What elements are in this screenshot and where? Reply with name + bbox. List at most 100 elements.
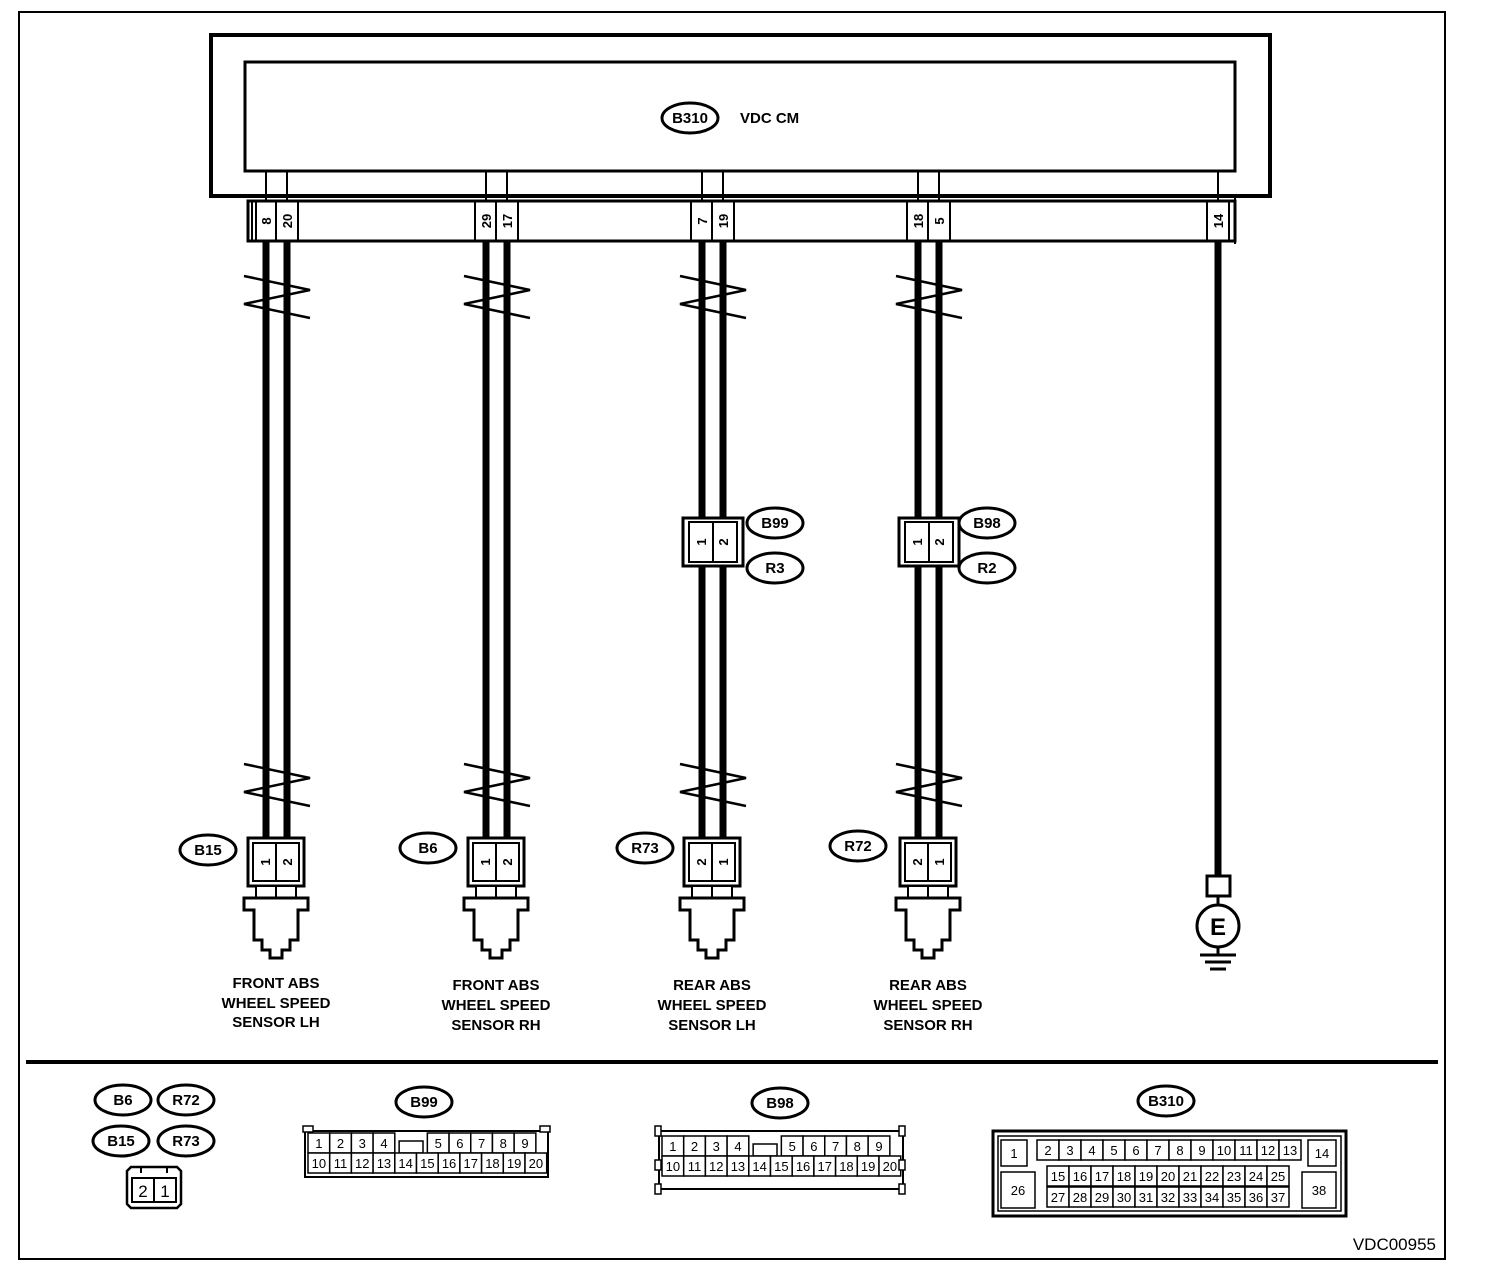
pin-label: 32 (1161, 1190, 1175, 1205)
pin-label: 37 (1271, 1190, 1285, 1205)
pin-label: 13 (1283, 1143, 1297, 1158)
pin-label: 12 (355, 1156, 369, 1171)
twisted-pair-marks (243, 274, 963, 808)
connector-tag-b310: B310 (1148, 1093, 1184, 1110)
pin-label: 4 (380, 1136, 387, 1151)
module-connector-id: B310 (672, 110, 708, 127)
sensor-label: WHEEL SPEED (442, 997, 551, 1014)
module-pin-label: 8 (259, 217, 274, 224)
pin-label: 1 (478, 858, 493, 865)
module-pin-label: 19 (716, 214, 731, 228)
pin-label: 19 (507, 1156, 521, 1171)
pin-label: 8 (500, 1136, 507, 1151)
pin-label: 15 (1051, 1169, 1065, 1184)
pin-label: 20 (883, 1159, 897, 1174)
connector-tag (398, 831, 458, 865)
mid-connector-b98-r2: 1 2 B98 R2 (897, 506, 1017, 585)
pin-label: 18 (1117, 1169, 1131, 1184)
module-pin-label: 20 (280, 214, 295, 228)
sensor-label: FRONT ABS (233, 975, 320, 992)
connector-tag (828, 829, 888, 863)
connector-tag-label: B6 (113, 1092, 132, 1109)
pin-label: 8 (1176, 1143, 1183, 1158)
pin-label: 36 (1249, 1190, 1263, 1205)
pin-label: 17 (818, 1159, 832, 1174)
pin-label: 9 (1198, 1143, 1205, 1158)
mid-connector-b99-r3: 1 2 B99 R3 (681, 506, 805, 585)
pin-label: 3 (1066, 1143, 1073, 1158)
pin-label: 17 (1095, 1169, 1109, 1184)
pin-label: 16 (1073, 1169, 1087, 1184)
pin-label: 6 (810, 1139, 817, 1154)
outer-frame (18, 11, 1446, 1260)
connector-tag-label: B15 (194, 842, 222, 859)
pin-label: 12 (709, 1159, 723, 1174)
pin-label: 2 (910, 858, 925, 865)
sensor-body (894, 896, 962, 960)
module-pin-label: 5 (932, 217, 947, 224)
pin-label: 22 (1205, 1169, 1219, 1184)
pin-label: 2 (694, 858, 709, 865)
pin-label: 28 (1073, 1190, 1087, 1205)
connector-tag (615, 831, 675, 865)
pin-label: 2 (280, 858, 295, 865)
ground-label: E (1210, 914, 1226, 941)
connector-tag-b98: B98 (766, 1095, 794, 1112)
module-pin-label: 18 (911, 214, 926, 228)
sensor-label: SENSOR LH (668, 1017, 756, 1034)
pin-label: 12 (1261, 1143, 1275, 1158)
sensor-label: SENSOR LH (232, 1014, 320, 1031)
module-pin-label: 14 (1211, 213, 1226, 228)
pin-label: 19 (861, 1159, 875, 1174)
pin-label: 31 (1139, 1190, 1153, 1205)
pin-label: 1 (716, 858, 731, 865)
pin-label: 11 (334, 1156, 348, 1171)
sensor-label: REAR ABS (889, 977, 967, 994)
sensor-label: FRONT ABS (453, 977, 540, 994)
pin-label: 2 (932, 538, 947, 545)
diagram-id: VDC00955 (1353, 1235, 1436, 1254)
pin-label: 13 (731, 1159, 745, 1174)
pin-label: 21 (1183, 1169, 1197, 1184)
connector-tag-label: R73 (631, 840, 659, 857)
module-connector-bar (246, 199, 1237, 243)
pin-label: 20 (1161, 1169, 1175, 1184)
connector-tag-label: R72 (172, 1092, 200, 1109)
pin-label: 9 (521, 1136, 528, 1151)
module-name: VDC CM (740, 110, 799, 127)
sensor-label: SENSOR RH (883, 1017, 972, 1034)
pin-label: 11 (1239, 1143, 1253, 1158)
pin-label: 19 (1139, 1169, 1153, 1184)
connector-tag-b98: B98 (973, 515, 1001, 532)
pin-label: 38 (1312, 1183, 1326, 1198)
connector-tag-label: B15 (107, 1133, 135, 1150)
sensor-label: REAR ABS (673, 977, 751, 994)
pin-label: 18 (485, 1156, 499, 1171)
pin-label: 24 (1249, 1169, 1263, 1184)
pin-label: 1 (932, 858, 947, 865)
pin-label: 1 (258, 858, 273, 865)
sensor-body (242, 896, 310, 960)
sensor-body (462, 896, 530, 960)
connector-tag (93, 1083, 153, 1117)
pin-label: 2 (500, 858, 515, 865)
connector-tag-r3: R3 (765, 560, 784, 577)
sensor-label: SENSOR RH (451, 1017, 540, 1034)
pin-label: 3 (359, 1136, 366, 1151)
pin-label: 1 (1010, 1146, 1017, 1161)
pin-label: 1 (315, 1136, 322, 1151)
connector-tag-label: R73 (172, 1133, 200, 1150)
pin-label: 27 (1051, 1190, 1065, 1205)
connector-tag-label: R72 (844, 838, 872, 855)
sensor-body (678, 896, 746, 960)
connector-tag (178, 833, 238, 867)
pin-label: 18 (839, 1159, 853, 1174)
connector-tag-label: B6 (418, 840, 437, 857)
connector-tag-b99: B99 (761, 515, 789, 532)
